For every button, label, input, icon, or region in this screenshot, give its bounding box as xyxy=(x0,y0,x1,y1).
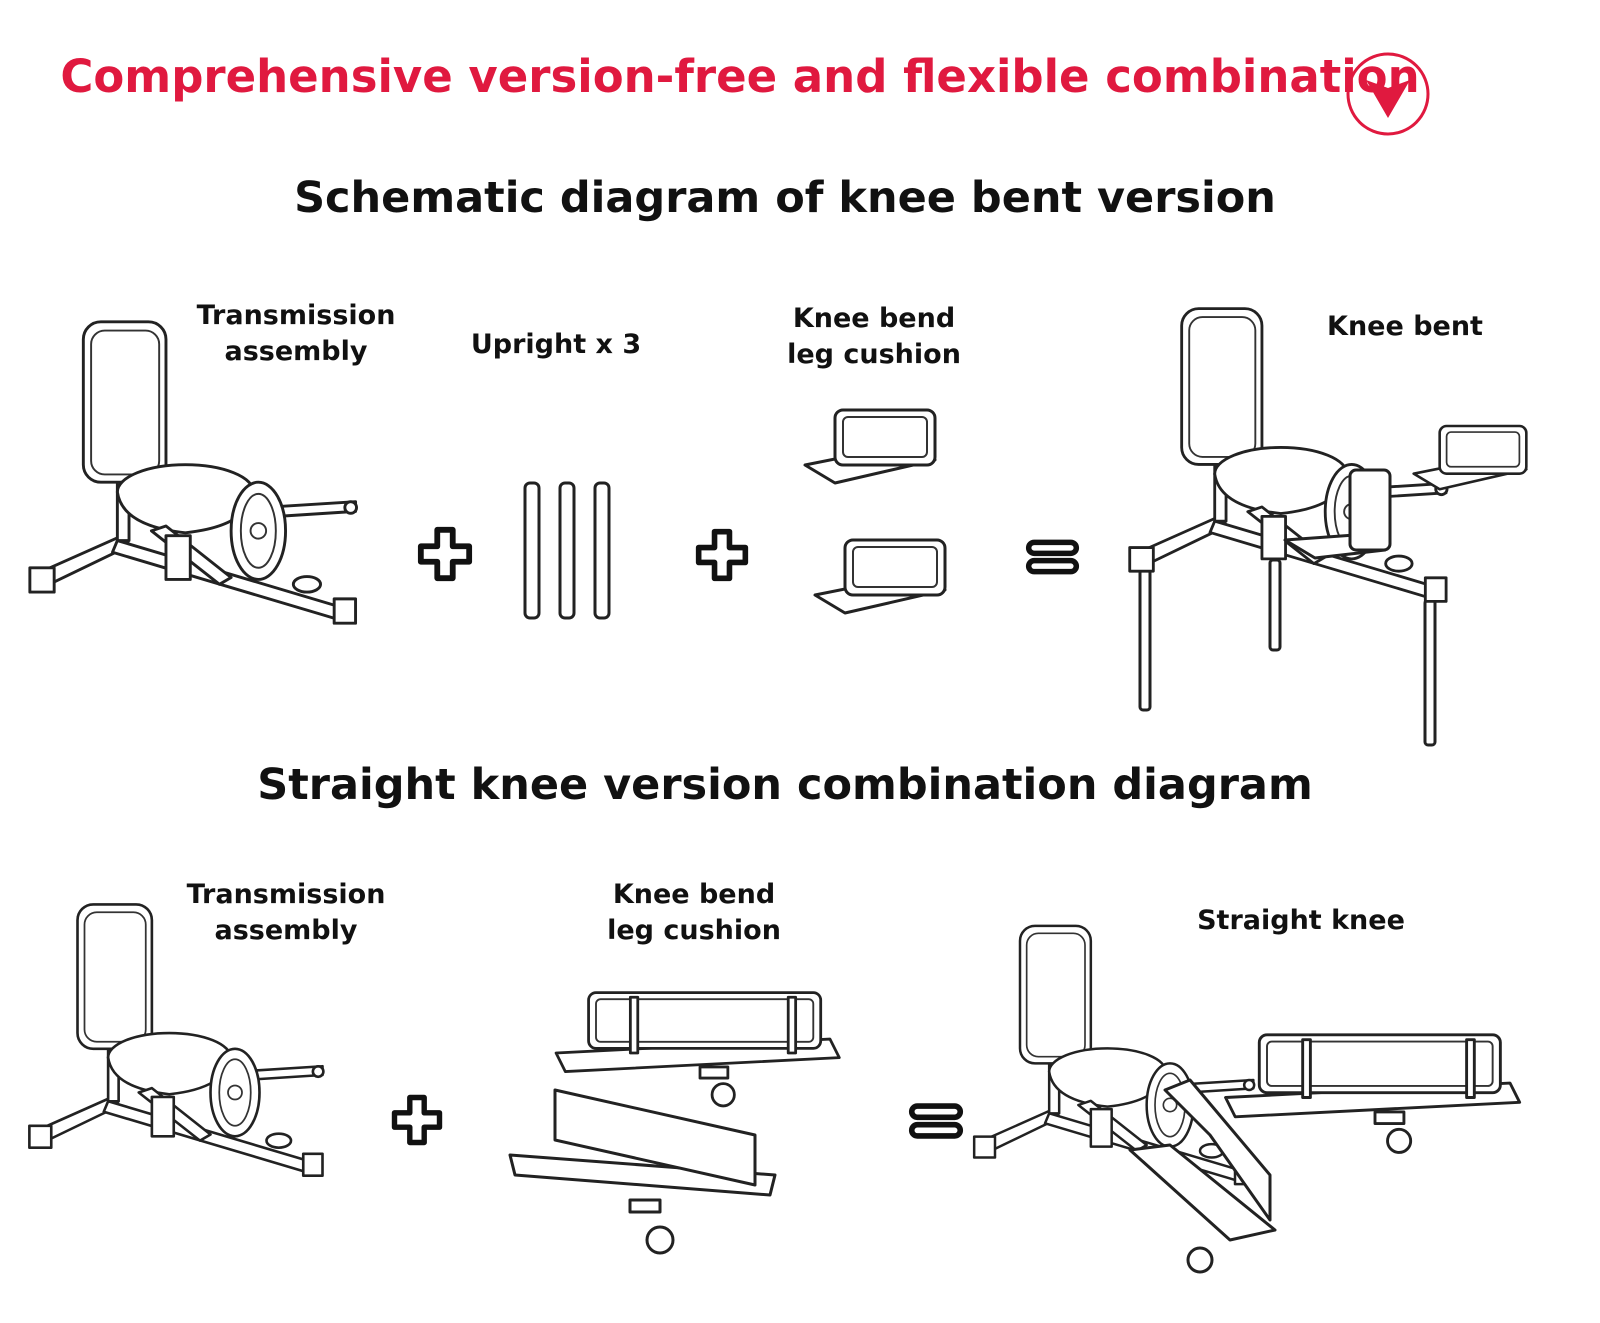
label-line: Transmission xyxy=(186,879,386,910)
transmission-assembly-drawing xyxy=(25,895,340,1185)
part-label-transmission-assembly: Transmission assembly xyxy=(196,298,396,370)
plus-icon xyxy=(390,1093,444,1147)
part-label-knee-bend-cushion: Knee bend leg cushion xyxy=(774,301,974,373)
knee-bent-assembled-drawing xyxy=(1125,300,1535,747)
knee-bend-cushion-lower-drawing xyxy=(805,520,955,650)
transmission-assembly-drawing xyxy=(25,315,375,630)
label-line: Transmission xyxy=(196,300,396,331)
equals-icon xyxy=(908,1102,964,1140)
label-line: leg cushion xyxy=(607,915,781,946)
plus-icon xyxy=(416,525,474,583)
label-line: assembly xyxy=(224,336,368,367)
chevron-down-circle-icon xyxy=(1346,52,1430,136)
label-line: Knee bend xyxy=(792,303,956,334)
label-line: Knee bend xyxy=(612,879,776,910)
knee-bend-cushion-upper-drawing xyxy=(795,400,945,510)
plus-icon xyxy=(694,527,750,583)
label-line: leg cushion xyxy=(787,339,961,370)
straight-knee-heading: Straight knee version combination diagra… xyxy=(257,760,1313,810)
main-title: Comprehensive version-free and flexible … xyxy=(60,50,1420,103)
uprights-drawing xyxy=(523,481,611,620)
part-label-uprights: Upright x 3 xyxy=(470,329,642,360)
label-line: assembly xyxy=(214,915,358,946)
equals-icon xyxy=(1025,538,1080,576)
knee-bent-heading: Schematic diagram of knee bent version xyxy=(294,173,1276,223)
part-label-knee-bend-cushion: Knee bend leg cushion xyxy=(594,877,794,949)
straight-knee-assembled-drawing xyxy=(970,920,1540,1274)
result-label-knee-bent: Knee bent xyxy=(1327,311,1483,342)
result-label-straight-knee: Straight knee xyxy=(1197,905,1405,936)
part-label-transmission-assembly: Transmission assembly xyxy=(186,877,386,949)
straight-cushion-lower-drawing xyxy=(508,1088,777,1255)
